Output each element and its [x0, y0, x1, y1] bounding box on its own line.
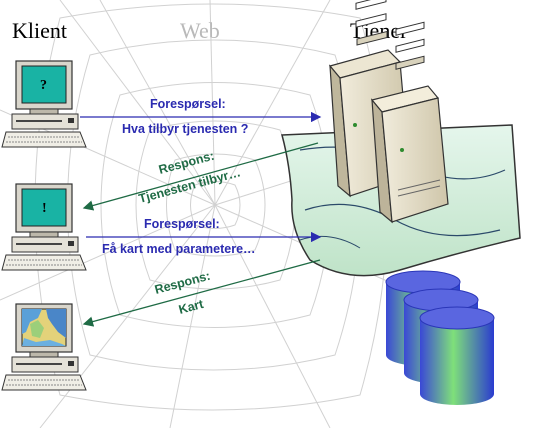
- response-arrow-1: [82, 142, 319, 211]
- client-heading: Klient: [12, 18, 67, 43]
- client-computer-2: !: [1, 183, 87, 271]
- exclamation-mark-icon: !: [42, 201, 47, 216]
- response-2-body: Kart: [177, 297, 206, 317]
- client-computer-3: [1, 303, 87, 391]
- request-2-title: Forespørsel:: [144, 217, 220, 231]
- server-tower-front: [370, 21, 449, 224]
- request-1-body: Hva tilbyr tjenesten ?: [122, 122, 248, 136]
- response-arrow-2: [82, 259, 321, 327]
- web-heading: Web: [180, 18, 220, 43]
- database-icon: [385, 270, 495, 405]
- request-1-title: Forespørsel:: [150, 97, 226, 111]
- map-screen-icon: [21, 308, 67, 347]
- request-2-body: Få kart med parametere…: [102, 242, 256, 256]
- question-mark-icon: ?: [40, 78, 47, 93]
- client-computer-1: ?: [1, 60, 87, 148]
